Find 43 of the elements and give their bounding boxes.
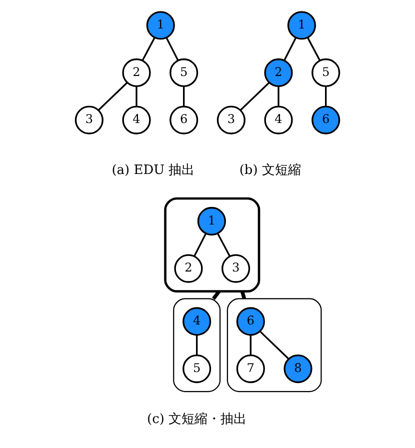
node-circle: 3 <box>74 106 104 134</box>
connector <box>212 290 221 300</box>
node-circle: 8 <box>284 354 312 384</box>
connector <box>166 37 179 61</box>
connector <box>306 37 320 61</box>
label: (b) 文短縮 <box>239 163 301 178</box>
node-circle: 1 <box>287 11 316 40</box>
node-circle: 2 <box>264 58 293 88</box>
connector <box>250 335 252 356</box>
node-circle: 6 <box>312 106 340 134</box>
connector <box>284 37 297 61</box>
connector <box>136 86 138 107</box>
connector <box>325 86 327 107</box>
node-circle: 7 <box>236 354 265 384</box>
node-circle: 3 <box>222 254 250 283</box>
node-circle: 2 <box>122 58 151 88</box>
connector <box>260 330 290 360</box>
connector <box>98 82 128 111</box>
connector <box>278 86 280 107</box>
node-circle: 4 <box>182 307 212 336</box>
node-circle: 3 <box>216 106 246 134</box>
node-circle: 4 <box>264 106 293 134</box>
label: (c) 文短縮・抽出 <box>147 412 247 427</box>
node-circle: 5 <box>182 354 212 384</box>
connector <box>194 233 207 257</box>
connector <box>240 290 246 300</box>
connector <box>196 335 198 356</box>
cluster <box>164 197 260 292</box>
connector <box>216 233 230 257</box>
node-circle: 5 <box>170 58 198 88</box>
node-circle: 1 <box>197 206 226 236</box>
cluster <box>173 298 221 392</box>
connector <box>240 82 270 111</box>
node-circle: 6 <box>170 106 198 134</box>
label: (a) EDU 抽出 <box>112 163 195 178</box>
node-circle: 5 <box>312 58 340 88</box>
node-circle: 2 <box>174 254 203 283</box>
connector <box>142 37 156 61</box>
node-circle: 6 <box>236 307 265 336</box>
node-circle: 4 <box>122 106 151 134</box>
connector <box>183 86 185 107</box>
node-circle: 1 <box>146 11 175 40</box>
cluster <box>226 298 322 392</box>
